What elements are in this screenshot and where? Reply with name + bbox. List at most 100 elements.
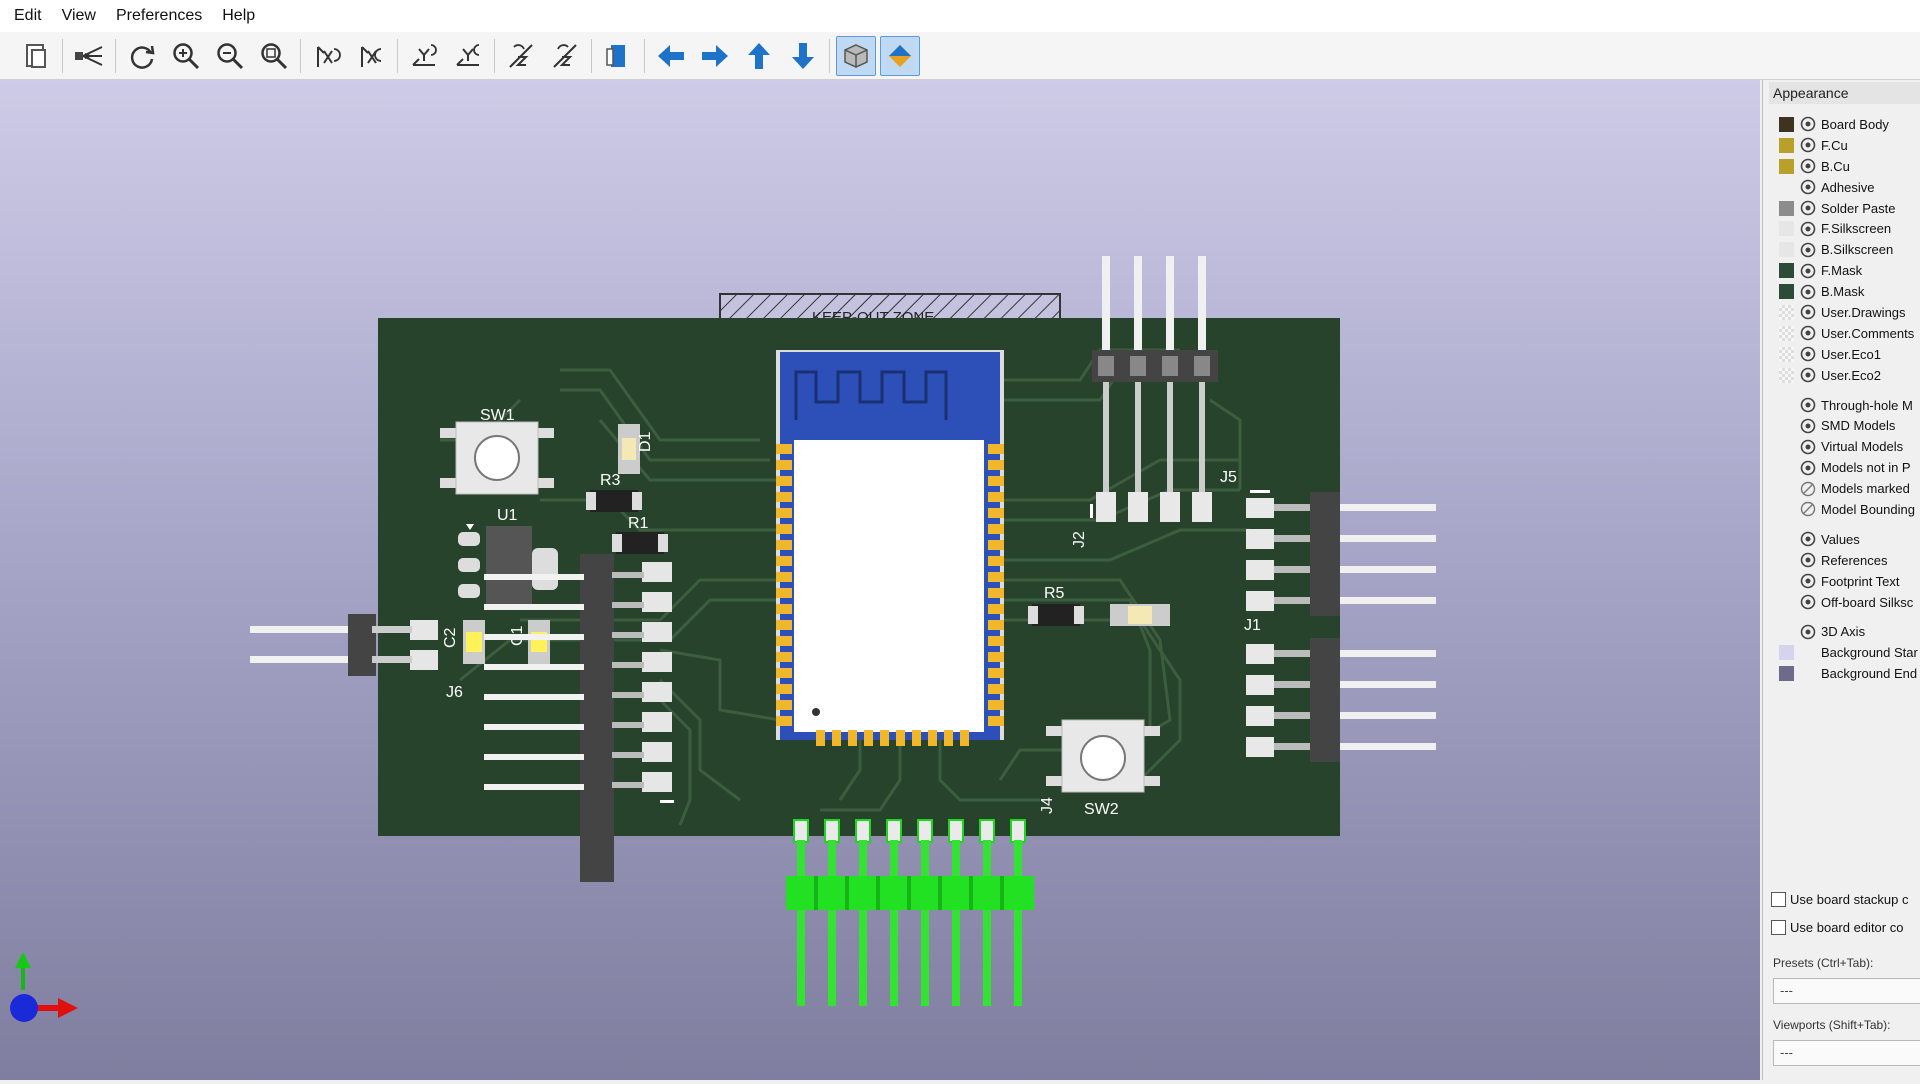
menu-help[interactable]: Help <box>222 7 256 24</box>
color-swatch[interactable] <box>1779 180 1794 195</box>
use-editor-colors-checkbox[interactable] <box>1771 920 1786 935</box>
zoom-in-button[interactable] <box>166 36 206 76</box>
layer-row-footprint-text[interactable]: Footprint Text <box>1763 571 1920 592</box>
rotate-z-ccw-button[interactable] <box>545 36 585 76</box>
layer-row-user-eco1[interactable]: User.Eco1 <box>1763 344 1920 365</box>
color-swatch[interactable] <box>1779 645 1794 661</box>
layer-row-off-board-silksc[interactable]: Off-board Silksc <box>1763 592 1920 613</box>
color-swatch[interactable] <box>1779 481 1794 496</box>
eye-icon[interactable] <box>1800 531 1816 547</box>
color-swatch[interactable] <box>1779 574 1794 589</box>
3d-viewport[interactable]: KEEP-OUT ZONE <box>0 80 1760 1080</box>
flip-board-button[interactable] <box>598 36 638 76</box>
eye-icon[interactable] <box>1800 179 1816 195</box>
eye-icon[interactable] <box>1800 200 1816 216</box>
color-swatch[interactable] <box>1779 325 1794 341</box>
eye-icon[interactable] <box>1800 594 1816 610</box>
use-stackup-option[interactable]: Use board stackup c <box>1771 892 1909 907</box>
toggle-layers-button[interactable] <box>880 35 920 76</box>
color-swatch[interactable] <box>1779 398 1794 413</box>
color-swatch[interactable] <box>1779 284 1794 300</box>
color-swatch[interactable] <box>1779 418 1794 433</box>
color-swatch[interactable] <box>1779 595 1794 610</box>
hidden-eye-icon[interactable] <box>1800 501 1816 517</box>
layer-row-virtual-models[interactable]: Virtual Models <box>1763 436 1920 457</box>
layer-row-user-drawings[interactable]: User.Drawings <box>1763 302 1920 323</box>
color-swatch[interactable] <box>1779 221 1794 237</box>
color-swatch[interactable] <box>1779 460 1794 475</box>
layer-row-b-silkscreen[interactable]: B.Silkscreen <box>1763 239 1920 260</box>
color-swatch[interactable] <box>1779 532 1794 547</box>
color-swatch[interactable] <box>1779 304 1794 320</box>
color-swatch[interactable] <box>1779 346 1794 362</box>
reload-button[interactable] <box>122 36 162 76</box>
layer-row-values[interactable]: Values <box>1763 529 1920 550</box>
color-swatch[interactable] <box>1779 666 1794 682</box>
rotate-z-cw-button[interactable] <box>501 36 541 76</box>
rotate-x-ccw-button[interactable] <box>351 36 391 76</box>
color-swatch[interactable] <box>1779 200 1794 216</box>
zoom-out-button[interactable] <box>210 36 250 76</box>
orthographic-button[interactable] <box>836 35 876 76</box>
layer-row-f-silkscreen[interactable]: F.Silkscreen <box>1763 218 1920 239</box>
eye-icon[interactable] <box>1800 304 1816 320</box>
eye-icon[interactable] <box>1800 263 1816 279</box>
color-swatch[interactable] <box>1779 553 1794 568</box>
color-swatch[interactable] <box>1779 137 1794 153</box>
move-down-button[interactable] <box>783 36 823 76</box>
eye-icon[interactable] <box>1800 397 1816 413</box>
eye-icon[interactable] <box>1800 346 1816 362</box>
color-swatch[interactable] <box>1779 158 1794 174</box>
eye-icon[interactable] <box>1800 325 1816 341</box>
color-swatch[interactable] <box>1779 367 1794 383</box>
eye-icon[interactable] <box>1800 137 1816 153</box>
layer-row-background-star[interactable]: Background Star <box>1763 642 1920 663</box>
layer-row-models-not-in-p[interactable]: Models not in P <box>1763 457 1920 478</box>
layer-row-f-cu[interactable]: F.Cu <box>1763 135 1920 156</box>
eye-icon[interactable] <box>1800 367 1816 383</box>
viewports-select[interactable]: --- <box>1773 1040 1920 1066</box>
layer-row-references[interactable]: References <box>1763 550 1920 571</box>
menu-preferences[interactable]: Preferences <box>115 7 203 24</box>
copy-image-button[interactable] <box>16 36 56 76</box>
layer-row-b-cu[interactable]: B.Cu <box>1763 156 1920 177</box>
layer-row-models-marked[interactable]: Models marked <box>1763 478 1920 499</box>
color-swatch[interactable] <box>1779 116 1794 132</box>
move-left-button[interactable] <box>651 36 691 76</box>
color-swatch[interactable] <box>1779 263 1794 279</box>
zoom-fit-button[interactable] <box>254 36 294 76</box>
use-editor-colors-option[interactable]: Use board editor co <box>1771 920 1903 935</box>
color-swatch[interactable] <box>1779 242 1794 258</box>
layer-row-3d-axis[interactable]: 3D Axis <box>1763 621 1920 642</box>
menu-edit[interactable]: Edit <box>14 7 42 24</box>
layer-row-adhesive[interactable]: Adhesive <box>1763 177 1920 198</box>
layer-row-model-bounding[interactable]: Model Bounding <box>1763 499 1920 520</box>
eye-icon[interactable] <box>1800 573 1816 589</box>
layer-row-solder-paste[interactable]: Solder Paste <box>1763 198 1920 219</box>
layer-row-smd-models[interactable]: SMD Models <box>1763 415 1920 436</box>
color-swatch[interactable] <box>1779 502 1794 517</box>
eye-icon[interactable] <box>1800 116 1816 132</box>
eye-icon[interactable] <box>1800 158 1816 174</box>
eye-icon[interactable] <box>1800 439 1816 455</box>
move-up-button[interactable] <box>739 36 779 76</box>
presets-select[interactable]: --- <box>1773 978 1920 1004</box>
layer-row-background-end[interactable]: Background End <box>1763 663 1920 684</box>
move-right-button[interactable] <box>695 36 735 76</box>
color-swatch[interactable] <box>1779 439 1794 454</box>
layer-row-user-comments[interactable]: User.Comments <box>1763 323 1920 344</box>
layer-row-f-mask[interactable]: F.Mask <box>1763 260 1920 281</box>
eye-icon[interactable] <box>1800 242 1816 258</box>
eye-icon[interactable] <box>1800 552 1816 568</box>
hidden-eye-icon[interactable] <box>1800 481 1816 497</box>
layer-row-through-hole-m[interactable]: Through-hole M <box>1763 395 1920 416</box>
rotate-y-ccw-button[interactable] <box>448 36 488 76</box>
color-swatch[interactable] <box>1779 624 1794 639</box>
eye-icon[interactable] <box>1800 221 1816 237</box>
layer-row-board-body[interactable]: Board Body <box>1763 114 1920 135</box>
rotate-x-cw-button[interactable] <box>307 36 347 76</box>
rotate-y-cw-button[interactable] <box>404 36 444 76</box>
eye-icon[interactable] <box>1800 418 1816 434</box>
use-stackup-checkbox[interactable] <box>1771 892 1786 907</box>
layer-row-user-eco2[interactable]: User.Eco2 <box>1763 365 1920 386</box>
